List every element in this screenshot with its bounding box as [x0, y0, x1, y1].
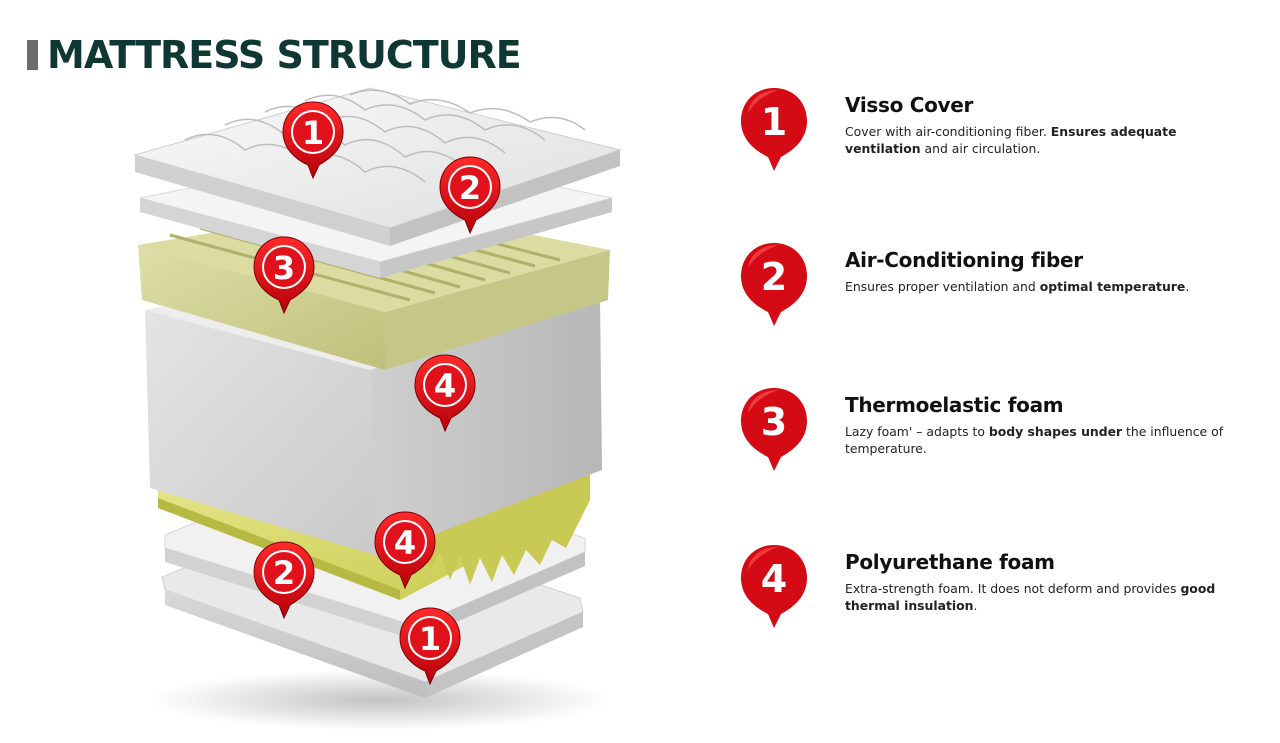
legend-description-text: and air circulation. [920, 141, 1041, 156]
legend-description-text: Cover with air-conditioning fiber. [845, 124, 1051, 139]
legend-description: Lazy foam' – adapts to body shapes under… [845, 423, 1255, 457]
diagram-badge-2: 2 [439, 156, 501, 234]
number-pin-icon: 1 [741, 88, 807, 171]
diagram-badge-number: 3 [273, 249, 295, 287]
number-pin-icon: 4 [741, 545, 807, 628]
legend-pin-number: 2 [761, 255, 787, 299]
legend-pin-number: 1 [761, 100, 787, 144]
number-pin-icon: 3 [741, 388, 807, 471]
legend-description: Ensures proper ventilation and optimal t… [845, 278, 1255, 295]
legend-title: Air-Conditioning fiber [845, 248, 1083, 272]
number-pin-icon: 2 [741, 243, 807, 326]
legend-title: Polyurethane foam [845, 550, 1055, 574]
legend-description-emphasis: optimal temperature [1039, 279, 1186, 294]
legend-pin-number: 3 [761, 400, 787, 444]
legend-description: Extra-strength foam. It does not deform … [845, 580, 1255, 614]
diagram-badge-5: 4 [374, 511, 436, 589]
legend-description-text: . [1185, 279, 1190, 294]
legend-description-emphasis: good thermal insulation [845, 581, 1216, 613]
legend-title: Visso Cover [845, 93, 974, 117]
legend-description-text: . [973, 598, 978, 613]
diagram-badge-4: 4 [414, 354, 476, 432]
mattress-diagram: 1 2 3 4 4 2 1 [133, 87, 622, 730]
diagram-badge-3: 3 [253, 236, 315, 314]
legend-description: Cover with air-conditioning fiber. Ensur… [845, 123, 1255, 157]
legend-pin-number: 4 [761, 557, 787, 601]
ground-shadow [150, 670, 610, 730]
diagram-badge-1: 1 [282, 101, 344, 179]
page-header: MATTRESS STRUCTURE [27, 33, 522, 77]
diagram-badge-number: 1 [302, 114, 324, 152]
legend-description-text: Ensures proper ventilation and [845, 279, 1040, 294]
legend-description-text: Extra-strength foam. It does not deform … [845, 581, 1181, 596]
diagram-badge-number: 4 [434, 367, 456, 405]
header-accent-bar [27, 40, 38, 70]
page-title: MATTRESS STRUCTURE [47, 33, 522, 77]
diagram-badge-number: 2 [273, 554, 295, 592]
legend-description-text: the influence of temperature. [845, 424, 1224, 456]
diagram-badge-7: 1 [399, 607, 461, 685]
diagram-badge-number: 4 [394, 524, 416, 562]
legend-title: Thermoelastic foam [845, 393, 1064, 417]
legend-description-emphasis: body shapes under [988, 424, 1123, 439]
diagram-badge-6: 2 [253, 541, 315, 619]
diagram-badge-number: 1 [419, 620, 441, 658]
diagram-badge-number: 2 [459, 169, 481, 207]
legend-description-emphasis: Ensures adequate ventilation [845, 124, 1177, 156]
legend-description-text: Lazy foam' – adapts to [845, 424, 989, 439]
